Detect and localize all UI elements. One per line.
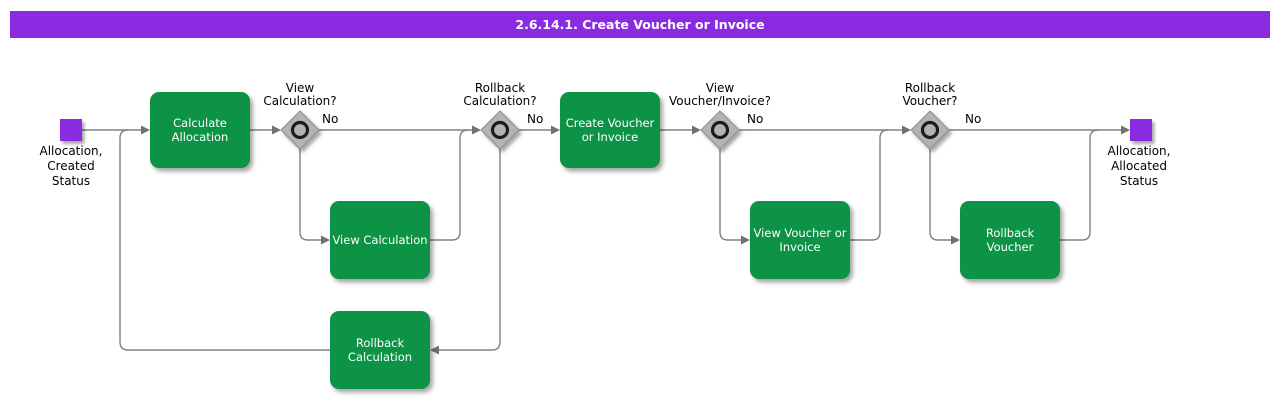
diagram-title-bar: 2.6.14.1. Create Voucher or Invoice <box>10 11 1270 38</box>
decision-view-voucher-invoice-shape <box>700 110 740 150</box>
decision-rollback-calculation-shape <box>480 110 520 150</box>
connector-rollback-voucher-decision-to-rollback-voucher-task <box>929 149 960 245</box>
no-label-rollback-voucher: No <box>965 112 982 126</box>
end-event-label: Allocation, Allocated Status <box>1107 144 1171 188</box>
no-label-view-voucher-invoice: No <box>747 112 764 126</box>
connector-rollback-calc-decision-to-rollback-calc-task <box>430 149 501 355</box>
connector-rollback-voucher-no-to-end <box>949 125 1130 135</box>
connector-view-calc-task-return <box>430 129 469 241</box>
connector-rollback-calc-task-loop-to-start <box>119 129 330 351</box>
end-event-square <box>1130 119 1152 141</box>
decision-view-calculation-shape <box>280 110 320 150</box>
decision-rollback-voucher-shape <box>910 110 950 150</box>
task-rollback-calculation: Rollback Calculation <box>330 311 430 389</box>
decision-rollback-voucher-question: Rollback Voucher? <box>902 81 958 108</box>
connector-rollback-voucher-task-return <box>1060 129 1099 241</box>
connector-view-calc-decision-to-view-calc-task <box>299 149 330 245</box>
connector-view-voucher-task-return <box>850 129 889 241</box>
decision-rollback-calculation-question: Rollback Calculation? <box>463 81 537 108</box>
diagram-title: 2.6.14.1. Create Voucher or Invoice <box>515 17 765 32</box>
task-calculate-allocation: Calculate Allocation <box>150 92 250 168</box>
task-view-voucher-or-invoice: View Voucher or Invoice <box>750 201 850 279</box>
connector-rollback-calc-no-to-create-voucher <box>519 125 560 135</box>
start-event-label: Allocation, Created Status <box>39 144 103 188</box>
connector-view-voucher-no-to-rollback-voucher-decision <box>739 125 911 135</box>
task-rollback-voucher: Rollback Voucher <box>960 201 1060 279</box>
start-event-square <box>60 119 82 141</box>
no-label-view-calculation: No <box>322 112 339 126</box>
connector-create-voucher-to-view-voucher-decision <box>660 125 701 135</box>
connector-view-calc-no-to-rollback-calc-decision <box>319 125 481 135</box>
connector-view-voucher-decision-to-view-voucher-task <box>719 149 750 245</box>
connector-calculate-to-view-calc-decision <box>250 125 281 135</box>
decision-view-calculation-question: View Calculation? <box>263 81 337 108</box>
task-view-calculation: View Calculation <box>330 201 430 279</box>
no-label-rollback-calculation: No <box>527 112 544 126</box>
task-create-voucher-or-invoice: Create Voucher or Invoice <box>560 92 660 168</box>
decision-view-voucher-invoice-question: View Voucher/Invoice? <box>668 81 772 108</box>
connector-start-to-calculate <box>81 125 150 135</box>
